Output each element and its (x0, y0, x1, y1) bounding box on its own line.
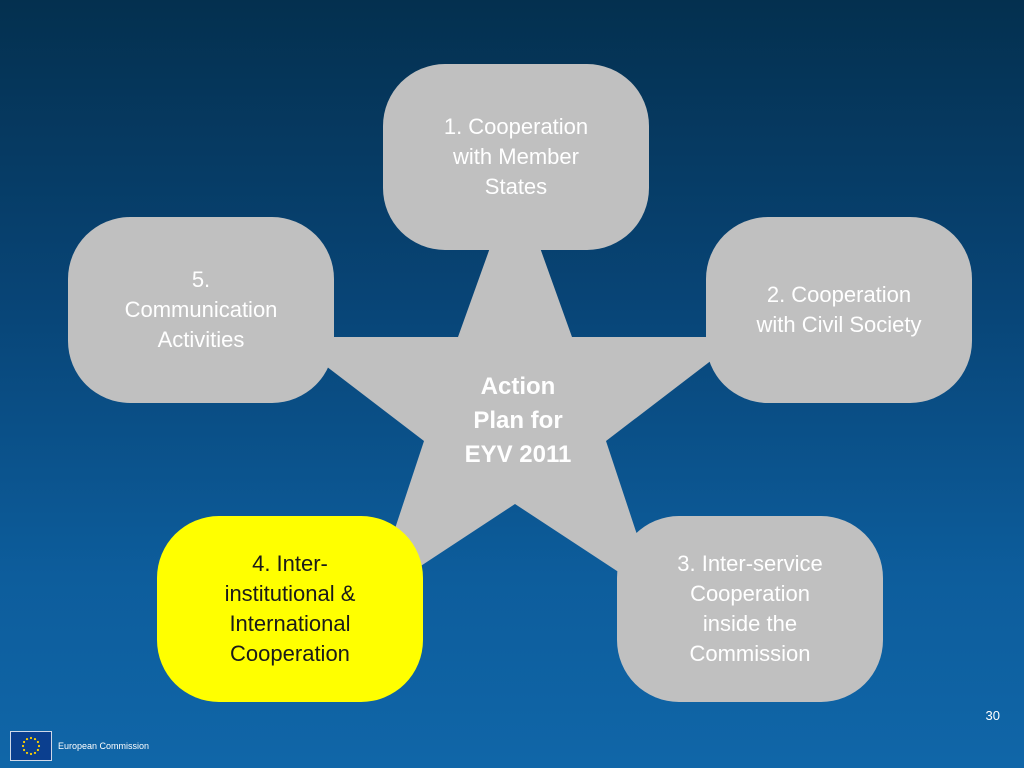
box-2-label: 2. Cooperation with Civil Society (756, 282, 922, 337)
box-3-inter-service-cooperation: 3. Inter-service Cooperation inside the … (617, 516, 883, 702)
box-1-cooperation-member-states: 1. Cooperation with Member States (383, 64, 649, 250)
box-3-label: 3. Inter-service Cooperation inside the … (677, 551, 823, 666)
flag-star (29, 736, 33, 740)
center-label-line: EYV 2011 (464, 441, 572, 468)
flag-star (33, 751, 37, 755)
flag-star (29, 752, 33, 756)
box-2-cooperation-civil-society: 2. Cooperation with Civil Society (706, 217, 972, 403)
center-label-line: Plan for (473, 407, 563, 434)
organization-name: European Commission (58, 741, 150, 751)
flag-star (21, 744, 25, 748)
page-number: 30 (985, 708, 1000, 723)
flag-star (36, 740, 40, 744)
center-label: Action Plan for EYV 2011 (440, 370, 596, 472)
flag-star (37, 744, 41, 748)
eu-flag-icon (10, 731, 52, 761)
box-4-inter-institutional-cooperation: 4. Inter- institutional & International … (157, 516, 423, 702)
flag-star (36, 748, 40, 752)
flag-star (25, 737, 29, 741)
flag-star (33, 737, 37, 741)
flag-star (22, 748, 26, 752)
flag-star (25, 751, 29, 755)
flag-star (22, 740, 26, 744)
footer: European Commission (10, 731, 149, 761)
box-5-communication-activities: 5. Communication Activities (68, 217, 334, 403)
box-1-label: 1. Cooperation with Member States (443, 114, 589, 199)
box-4-label: 4. Inter- institutional & International … (224, 551, 356, 666)
box-5-label: 5. Communication Activities (124, 267, 278, 352)
center-label-line: Action (480, 373, 556, 400)
